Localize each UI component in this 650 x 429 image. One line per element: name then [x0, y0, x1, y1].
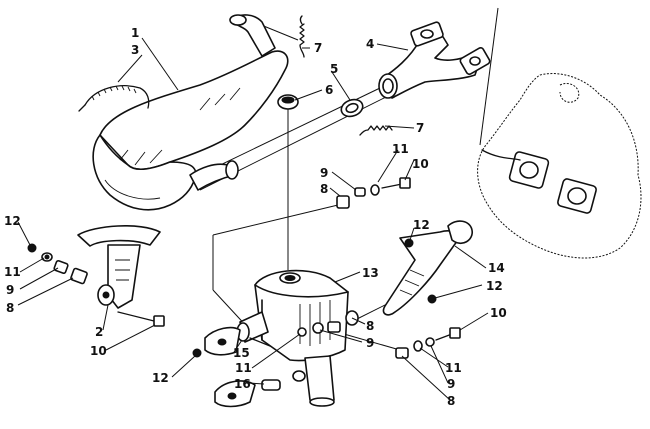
- callout-13: 13: [362, 266, 379, 280]
- silencer-canister: [236, 269, 349, 407]
- callout-12-arm-lower: 12: [486, 279, 503, 293]
- callout-8-left: 8: [6, 301, 14, 315]
- hanger-rod: [84, 85, 150, 109]
- callout-leaders: [17, 37, 489, 401]
- callout-11-mid: 11: [235, 361, 252, 375]
- callout-10-upper: 10: [412, 157, 429, 171]
- upper-fasteners: [336, 177, 411, 209]
- callout-4: 4: [366, 37, 374, 51]
- expansion-chamber: [92, 14, 289, 211]
- callout-12-bottom: 12: [152, 371, 169, 385]
- callout-9-left: 9: [6, 283, 14, 297]
- hanger-rod-wrap: [91, 85, 137, 101]
- callout-8-upper: 8: [320, 182, 328, 196]
- y-pipe: [378, 21, 491, 99]
- callout-10-left: 10: [90, 344, 107, 358]
- callout-12-arm-upper: 12: [413, 218, 430, 232]
- callout-8-lower: 8: [447, 394, 455, 408]
- lower-fasteners: [395, 327, 461, 359]
- callout-1: 1: [131, 26, 139, 40]
- callout-11-upper: 11: [392, 142, 409, 156]
- callout-10-lower: 10: [490, 306, 507, 320]
- seal-ring-5: [340, 98, 364, 118]
- mid-fasteners: [192, 310, 359, 358]
- callout-14: 14: [488, 261, 505, 275]
- callout-3: 3: [131, 43, 139, 57]
- spring-upper: [299, 15, 305, 58]
- callout-9-upper: 9: [320, 166, 328, 180]
- callout-8-mid: 8: [366, 319, 374, 333]
- callout-16: 16: [234, 377, 251, 391]
- callout-2: 2: [95, 325, 103, 339]
- spring-lower: [359, 125, 393, 136]
- callout-11-lower: 11: [445, 361, 462, 375]
- callout-labels: 1 3 7 4 5 6 7 9 8 11 10 12 11 9 8 2 10 1…: [4, 26, 507, 408]
- callout-6: 6: [325, 83, 333, 97]
- engine-outline: [477, 7, 642, 259]
- callout-9-lower: 9: [447, 377, 455, 391]
- left-fasteners: [27, 243, 165, 327]
- callout-11-left: 11: [4, 265, 21, 279]
- callout-12-left: 12: [4, 214, 21, 228]
- mount-bracket: [77, 225, 161, 309]
- callout-7-lower: 7: [416, 121, 424, 135]
- callout-9-mid: 9: [366, 336, 374, 350]
- support-arm: [382, 220, 473, 316]
- callout-5: 5: [330, 62, 338, 76]
- callout-7-upper: 7: [314, 41, 322, 55]
- callout-15: 15: [233, 346, 250, 360]
